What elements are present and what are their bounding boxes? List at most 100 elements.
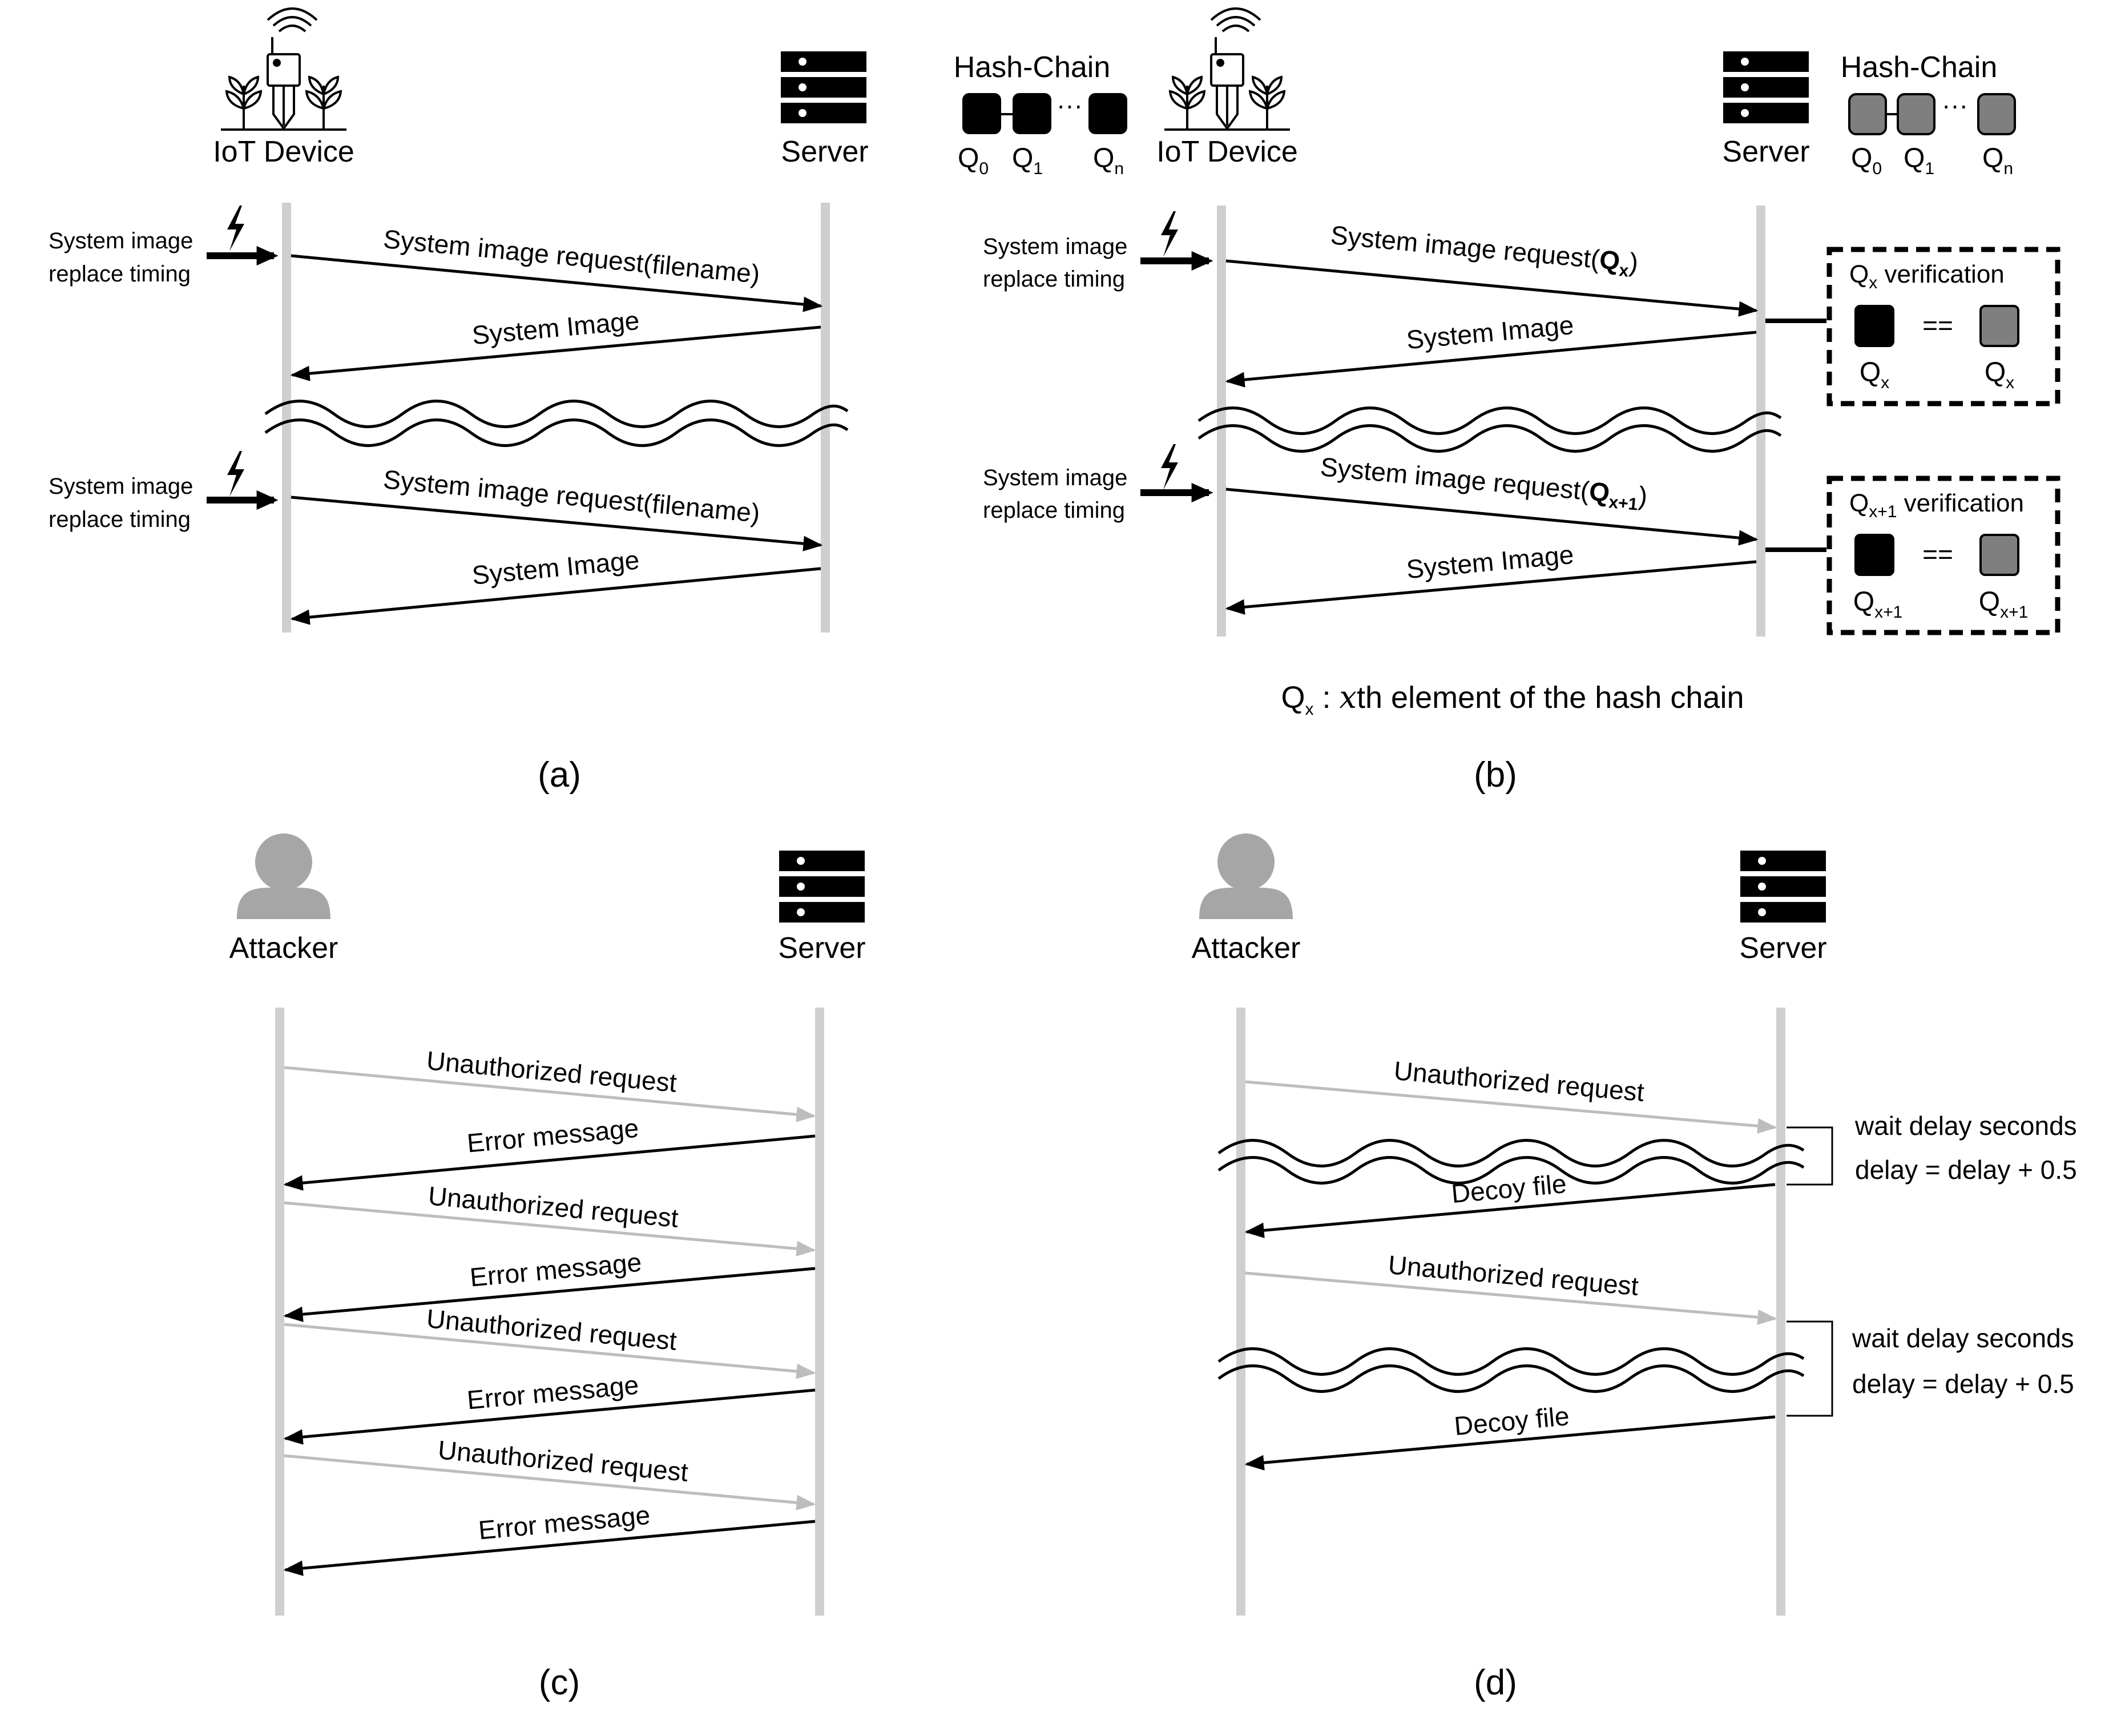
decoy-arrow xyxy=(1244,1415,1776,1471)
unauthorized-request-arrow xyxy=(284,1454,816,1511)
chain-block xyxy=(1897,93,1935,135)
verification-box xyxy=(1826,247,2060,406)
verification-title: Qx verification xyxy=(1849,260,2005,292)
response-label: System Image xyxy=(1405,310,1575,355)
iot-device-icon xyxy=(1163,7,1291,131)
wave-break-top xyxy=(264,400,849,428)
response-arrow xyxy=(290,567,821,625)
request-label: System image request(Qx) xyxy=(1329,220,1639,281)
unauthorized-request-arrow xyxy=(284,1066,816,1122)
server-hash-block xyxy=(1979,534,2019,576)
error-arrow xyxy=(283,1134,816,1191)
iot-device-icon xyxy=(220,7,348,131)
hash-chain-label: Hash-Chain xyxy=(954,51,1111,84)
request-label: System image request(filename) xyxy=(382,464,761,528)
request-arrow xyxy=(1225,259,1759,317)
wave-break-top xyxy=(1217,1347,1805,1376)
hash-chain-label: Hash-Chain xyxy=(1841,51,1998,84)
server-label: Server xyxy=(1739,932,1826,965)
equals-sign: == xyxy=(1922,539,1953,569)
q-label: Qx+1 xyxy=(1853,587,1903,622)
wave-break-top xyxy=(1197,406,1782,435)
attacker-label: Attacker xyxy=(229,932,338,965)
trigger-label-1: System image xyxy=(49,474,193,499)
panel-d: Attacker Server Unauthorized request wai… xyxy=(1192,833,2077,1702)
device-hash-block xyxy=(1854,534,1894,576)
hash-chain-legend: Qx : xth element of the hash chain xyxy=(1281,679,1744,719)
wave-break-top xyxy=(1217,1139,1805,1167)
hash-chain-server: ··· Q0 Q1 Qn xyxy=(1848,90,2016,178)
lightning-icon xyxy=(1161,211,1178,257)
wave-break-bottom xyxy=(264,418,849,447)
q-label: Q1 xyxy=(1012,143,1043,178)
lightning-icon xyxy=(227,206,244,251)
q-label: Q0 xyxy=(958,143,989,178)
delay-label: delay = delay + 0.5 xyxy=(1852,1369,2074,1399)
server-label: Server xyxy=(781,135,868,168)
trigger-label-2: replace timing xyxy=(49,261,191,287)
chain-block xyxy=(1088,93,1127,134)
lightning-icon xyxy=(227,451,244,497)
q-label: Qx+1 xyxy=(1979,587,2029,622)
server-icon xyxy=(781,51,866,123)
decoy-label: Decoy file xyxy=(1453,1401,1571,1441)
request-label: Unauthorized request xyxy=(1393,1056,1646,1107)
response-label: System Image xyxy=(471,545,641,590)
trigger-label-2: replace timing xyxy=(983,267,1125,292)
server-label: Server xyxy=(778,932,865,965)
verification-box xyxy=(1826,476,2060,635)
caption-a: (a) xyxy=(538,755,581,795)
response-label: System Image xyxy=(471,305,641,350)
wait-label: wait delay seconds xyxy=(1854,1111,2077,1141)
wave-break-bottom xyxy=(1217,1156,1805,1185)
q-label: Q1 xyxy=(1904,143,1934,178)
panel-a: IoT Device Server System image replace t… xyxy=(49,7,869,795)
unauthorized-request-arrow xyxy=(284,1323,816,1379)
lightning-icon xyxy=(1161,444,1178,490)
error-label: Error message xyxy=(466,1113,640,1158)
unauthorized-request-arrow xyxy=(1245,1271,1777,1325)
decoy-arrow xyxy=(1244,1183,1776,1238)
caption-c: (c) xyxy=(539,1663,580,1702)
wait-bracket xyxy=(1787,1126,1833,1186)
request-label: System image request(filename) xyxy=(382,224,761,289)
error-arrow xyxy=(283,1388,816,1445)
delay-label: delay = delay + 0.5 xyxy=(1855,1155,2077,1185)
trigger-label-1: System image xyxy=(983,465,1127,490)
q-label: Qx xyxy=(1860,357,1889,392)
caption-b: (b) xyxy=(1474,755,1517,795)
server-label: Server xyxy=(1722,135,1809,168)
attacker-label: Attacker xyxy=(1192,932,1301,965)
wait-label: wait delay seconds xyxy=(1852,1323,2074,1353)
request-label: Unauthorized request xyxy=(1387,1250,1640,1301)
server-icon xyxy=(1740,851,1826,923)
device-label: IoT Device xyxy=(213,135,354,168)
response-arrow xyxy=(1225,560,1757,615)
panel-c: Attacker Server Unauthorized request Err… xyxy=(229,833,866,1702)
request-label: Unauthorized request xyxy=(427,1181,680,1233)
wait-bracket xyxy=(1787,1320,1833,1417)
trigger-label-1: System image xyxy=(49,228,193,253)
device-hash-block xyxy=(1854,305,1894,347)
decoy-label: Decoy file xyxy=(1450,1169,1568,1209)
chain-block xyxy=(1848,93,1887,135)
server-icon xyxy=(1723,51,1809,123)
q-label: Qx xyxy=(1985,357,2014,392)
caption-d: (d) xyxy=(1474,1663,1517,1702)
chain-block xyxy=(1013,93,1051,134)
request-label: Unauthorized request xyxy=(425,1045,678,1098)
request-arrow xyxy=(1225,488,1759,546)
panel-b: Hash-Chain ··· Q0 Q1 Qn IoT Device Serve… xyxy=(954,7,2060,795)
response-label: System Image xyxy=(1405,539,1575,584)
unauthorized-request-arrow xyxy=(284,1201,816,1256)
request-arrow xyxy=(291,254,823,312)
chain-block xyxy=(962,93,1001,134)
trigger-label-2: replace timing xyxy=(49,507,191,532)
attacker-icon xyxy=(1199,833,1293,919)
verification-title: Qx+1 verification xyxy=(1849,489,2024,521)
error-arrow xyxy=(283,1520,816,1576)
chain-ellipsis: ··· xyxy=(1942,90,1968,120)
q-label: Qn xyxy=(1982,143,2013,178)
error-arrow xyxy=(283,1267,816,1322)
